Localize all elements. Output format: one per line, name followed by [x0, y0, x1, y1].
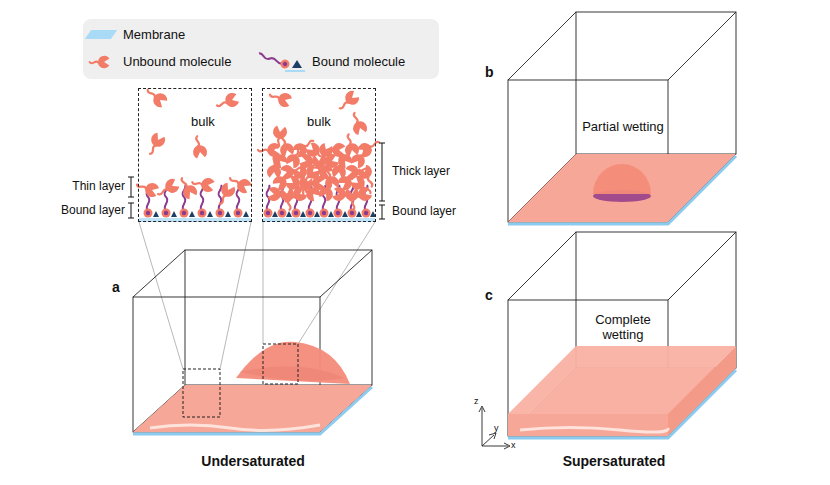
panel-title: Partial wetting	[582, 120, 664, 135]
legend-text: Unbound molecule	[123, 55, 231, 70]
panel-caption: Supersaturated	[563, 453, 666, 469]
axes	[479, 406, 510, 449]
panel-title: Complete wetting	[588, 313, 658, 343]
legend-text: Membrane	[123, 28, 185, 43]
axis-label: y	[494, 423, 499, 433]
unbound-molecule	[283, 185, 309, 207]
unbound-molecule	[348, 111, 369, 136]
region-label: bulk	[191, 115, 215, 130]
unbound-molecule	[348, 185, 374, 206]
layer-label: Thick layer	[392, 165, 450, 179]
unbound-molecule	[214, 181, 237, 207]
unbound-molecule	[144, 131, 167, 157]
axis-label: x	[511, 440, 516, 450]
unbound-molecule	[297, 178, 322, 204]
axis-label: z	[474, 396, 479, 406]
unbound-molecule	[191, 175, 215, 193]
cube-a	[133, 250, 372, 432]
layer-label: Thin layer	[72, 180, 125, 194]
unbound-molecule	[267, 156, 283, 179]
unbound-molecule	[176, 175, 199, 201]
unbound-molecule	[335, 89, 361, 114]
zoom-box: bulk	[138, 88, 252, 222]
unbound-molecule	[215, 91, 240, 112]
legend-swatch	[85, 30, 117, 39]
panel-caption: Undersaturated	[201, 453, 304, 469]
unbound-molecule	[345, 188, 361, 211]
panel-letter: a	[112, 279, 120, 295]
unbound-molecule	[342, 133, 360, 157]
unbound-molecule	[276, 133, 296, 158]
layer-label: Bound layer	[61, 204, 125, 218]
unbound-molecule	[155, 177, 181, 200]
panel-letter: c	[485, 287, 493, 303]
unbound-molecule	[227, 172, 253, 195]
unbound-molecule	[331, 155, 348, 179]
unbound-molecule	[268, 88, 293, 109]
brackets	[128, 143, 385, 219]
unbound-molecule	[190, 135, 208, 159]
legend-panel	[83, 19, 439, 79]
zoom-box: bulk	[262, 88, 376, 222]
region-label: bulk	[307, 115, 331, 130]
legend-text: Bound molecule	[312, 55, 405, 70]
zoom-lines	[139, 222, 375, 369]
unbound-molecule	[279, 187, 296, 211]
panel-letter: b	[485, 64, 494, 80]
layer-label: Bound layer	[392, 205, 456, 219]
